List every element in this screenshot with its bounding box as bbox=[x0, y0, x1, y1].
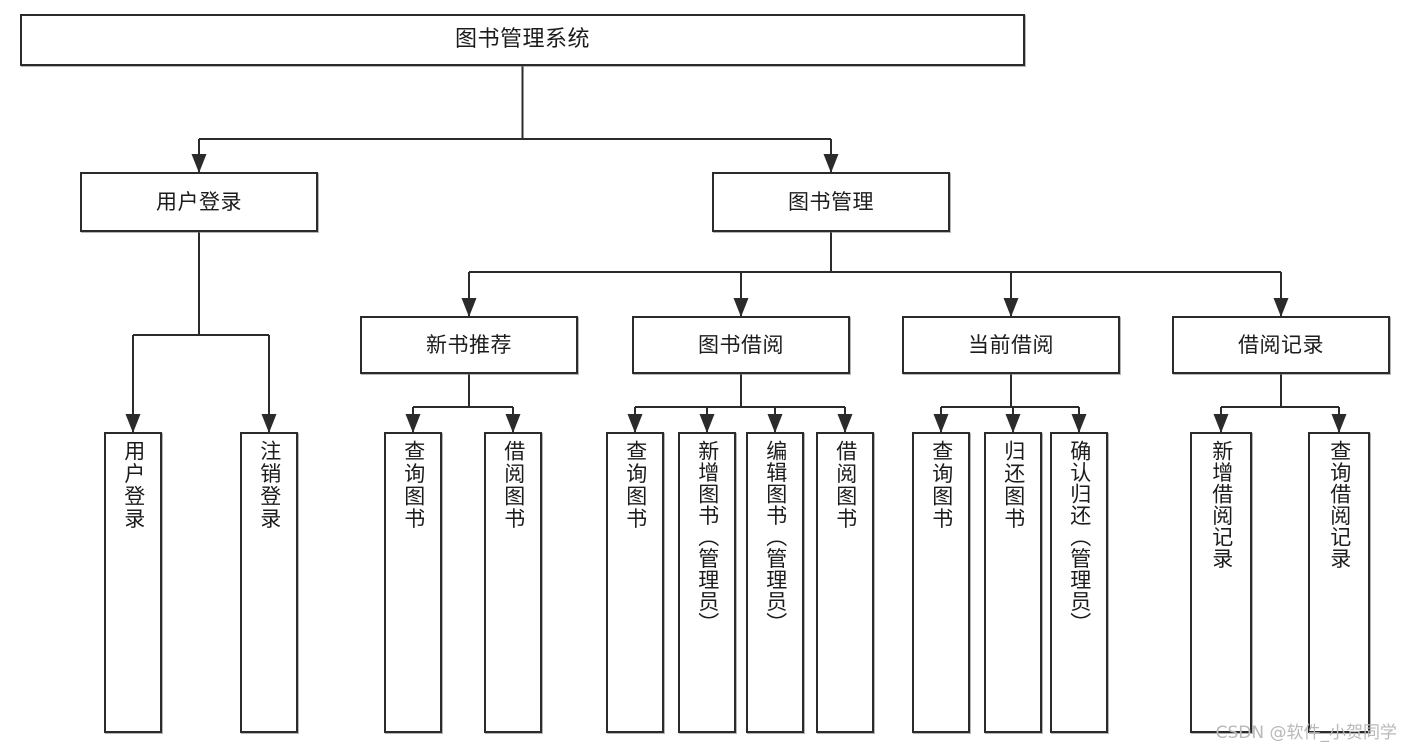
node-label: 查询图书 bbox=[623, 440, 648, 530]
node-label: 归还图书 bbox=[1001, 440, 1026, 530]
node-r2[interactable]: 查询借阅记录 bbox=[1308, 432, 1370, 733]
node-l1[interactable]: 用户登录 bbox=[104, 432, 162, 733]
arrowhead-icon bbox=[627, 414, 643, 433]
node-label: 用户登录 bbox=[121, 440, 146, 530]
node-current[interactable]: 当前借阅 bbox=[902, 316, 1120, 374]
arrowhead-icon bbox=[505, 414, 521, 433]
arrowhead-icon bbox=[823, 154, 839, 173]
node-label: 图书管理系统 bbox=[454, 27, 590, 53]
arrowhead-icon bbox=[191, 154, 207, 173]
arrowhead-icon bbox=[1213, 414, 1229, 433]
arrowhead-icon bbox=[405, 414, 421, 433]
arrowhead-icon bbox=[1331, 414, 1347, 433]
arrowhead-icon bbox=[461, 298, 477, 317]
arrowhead-icon bbox=[1273, 298, 1289, 317]
node-borrow[interactable]: 图书借阅 bbox=[632, 316, 850, 374]
watermark: CSDN @软件_小贺同学 bbox=[1215, 723, 1397, 743]
arrowhead-icon bbox=[733, 298, 749, 317]
node-b4[interactable]: 借阅图书 bbox=[816, 432, 874, 733]
arrowhead-icon bbox=[125, 414, 141, 433]
node-c3[interactable]: 确认归还（管理员） bbox=[1050, 432, 1108, 733]
node-label: 用户登录 bbox=[156, 189, 242, 214]
arrowhead-icon bbox=[933, 414, 949, 433]
node-label: 查询借阅记录 bbox=[1327, 440, 1352, 569]
arrowhead-icon bbox=[1003, 298, 1019, 317]
node-label: 借阅图书 bbox=[833, 440, 858, 530]
arrowhead-icon bbox=[699, 414, 715, 433]
node-label: 新增借阅记录 bbox=[1209, 440, 1234, 569]
node-label: 编辑图书（管理员） bbox=[763, 440, 788, 634]
node-root[interactable]: 图书管理系统 bbox=[20, 14, 1025, 66]
node-b3[interactable]: 编辑图书（管理员） bbox=[746, 432, 804, 733]
node-label: 确认归还（管理员） bbox=[1067, 440, 1092, 634]
node-r1[interactable]: 新增借阅记录 bbox=[1190, 432, 1252, 733]
node-n2[interactable]: 借阅图书 bbox=[484, 432, 542, 733]
node-c2[interactable]: 归还图书 bbox=[984, 432, 1042, 733]
arrowhead-icon bbox=[1071, 414, 1087, 433]
node-records[interactable]: 借阅记录 bbox=[1172, 316, 1390, 374]
node-c1[interactable]: 查询图书 bbox=[912, 432, 970, 733]
node-label: 查询图书 bbox=[401, 440, 426, 530]
node-b2[interactable]: 新增图书（管理员） bbox=[678, 432, 736, 733]
arrowhead-icon bbox=[261, 414, 277, 433]
node-login[interactable]: 用户登录 bbox=[80, 172, 318, 232]
arrowhead-icon bbox=[1005, 414, 1021, 433]
node-label: 图书借阅 bbox=[698, 332, 784, 357]
node-newbook[interactable]: 新书推荐 bbox=[360, 316, 578, 374]
node-b1[interactable]: 查询图书 bbox=[606, 432, 664, 733]
arrowhead-icon bbox=[767, 414, 783, 433]
node-label: 新增图书（管理员） bbox=[695, 440, 720, 634]
arrowhead-icon bbox=[837, 414, 853, 433]
node-label: 查询图书 bbox=[929, 440, 954, 530]
node-bookmgmt[interactable]: 图书管理 bbox=[712, 172, 950, 232]
node-label: 图书管理 bbox=[788, 189, 874, 214]
node-label: 借阅图书 bbox=[501, 440, 526, 530]
node-label: 注销登录 bbox=[257, 440, 282, 530]
node-label: 当前借阅 bbox=[968, 332, 1054, 357]
node-l2[interactable]: 注销登录 bbox=[240, 432, 298, 733]
node-label: 新书推荐 bbox=[426, 332, 512, 357]
node-n1[interactable]: 查询图书 bbox=[384, 432, 442, 733]
node-label: 借阅记录 bbox=[1238, 332, 1324, 357]
